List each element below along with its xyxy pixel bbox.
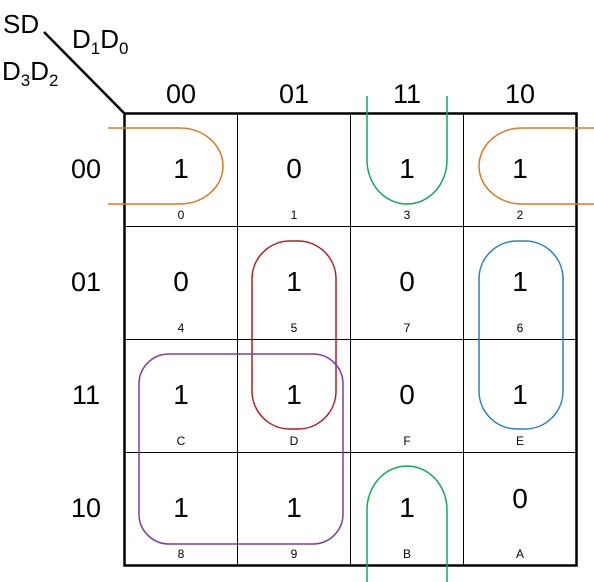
cell-value: 1 [286,379,302,410]
cell-value: 0 [399,379,415,410]
cell-index: 0 [178,208,185,222]
cell-value: 1 [399,153,415,184]
cell-value: 1 [173,379,189,410]
cell-index: F [403,434,410,448]
column-variables-label: D1D0 [72,24,129,58]
cell-value: 0 [399,266,415,297]
row-header-2: 11 [72,380,100,410]
cell-index: 6 [517,321,524,335]
cell-index: 9 [291,547,298,561]
cell-value: 0 [286,153,302,184]
column-header-2: 11 [393,79,421,109]
cell-value: 1 [512,266,528,297]
cell-index: A [516,547,524,561]
cell-index: 2 [517,208,524,222]
cell-index: 5 [291,321,298,335]
svg-text:D3D2: D3D2 [2,56,59,90]
cell-value: 1 [173,492,189,523]
cell-value: 1 [399,492,415,523]
group-orange-right [478,127,594,205]
map-grid [123,112,578,567]
cell-index: 3 [404,208,411,222]
row-header-0: 00 [71,154,101,184]
cell-index: 7 [404,321,411,335]
cell-value: 1 [512,379,528,410]
svg-text:D1D0: D1D0 [72,24,129,58]
column-header-3: 10 [505,79,535,109]
column-header-0: 00 [166,79,196,109]
cell-value: 0 [173,266,189,297]
group-purple [138,353,344,545]
group-blue [478,240,564,430]
group-green-top [366,96,448,205]
group-green-bottom [366,465,448,582]
cell-value: 0 [512,483,528,514]
cell-value: 1 [173,153,189,184]
corner-diagonal [43,31,125,114]
cell-value: 1 [286,492,302,523]
cell-index: 4 [178,321,185,335]
column-header-1: 01 [279,79,309,109]
cell-index: D [290,434,299,448]
cell-value: 1 [512,153,528,184]
row-header-3: 10 [71,493,101,523]
cell-index: 1 [291,208,298,222]
cell-index: 8 [178,547,185,561]
row-variables-label: D3D2 [2,56,59,90]
corner-label-sd: SD [3,9,39,39]
group-orange-left [108,127,224,205]
cell-value: 1 [286,266,302,297]
row-header-1: 01 [71,267,101,297]
group-red [251,240,337,430]
cell-index: E [516,434,524,448]
cell-index: B [403,547,411,561]
cell-index: C [177,434,186,448]
